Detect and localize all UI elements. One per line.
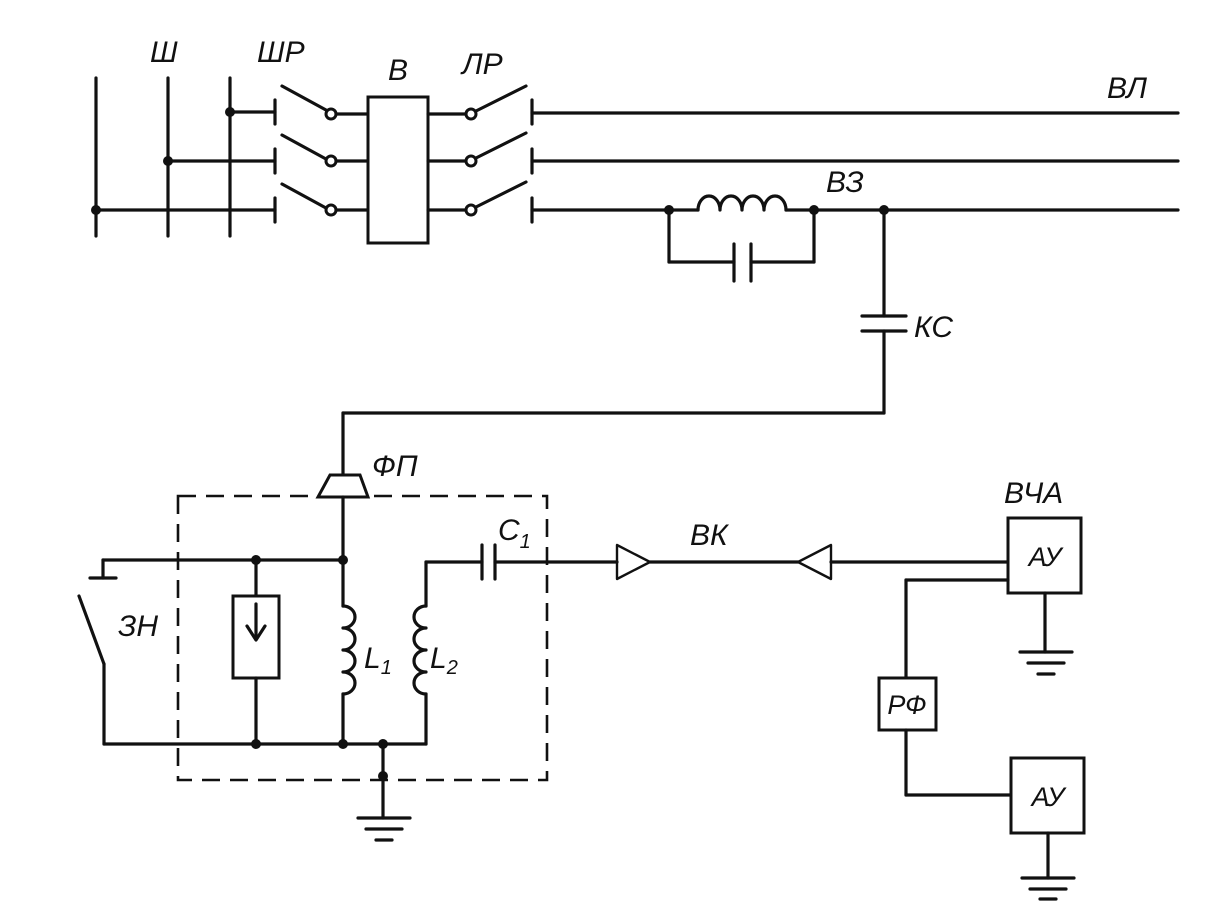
separation-filter bbox=[877, 676, 1013, 797]
bus-disconnector bbox=[273, 84, 370, 224]
line-disconnector bbox=[426, 84, 534, 224]
ground-icon bbox=[1020, 876, 1076, 901]
label-line-disconnector: ЛР bbox=[460, 48, 503, 81]
label-grounding-switch: ЗН bbox=[118, 610, 158, 643]
busbars bbox=[94, 76, 232, 238]
cable-end-right-icon bbox=[796, 543, 833, 581]
inductor-l2 bbox=[412, 560, 428, 746]
label-hf-equipment: ВЧА bbox=[1004, 477, 1063, 510]
hf-equipment-bottom bbox=[1009, 756, 1086, 901]
label-line-trap: ВЗ bbox=[826, 166, 864, 199]
label-overhead-line: ВЛ bbox=[1107, 72, 1147, 105]
label-equipment-unit-top: АУ bbox=[1027, 542, 1065, 572]
breaker-box bbox=[366, 95, 430, 245]
label-hf-cable: ВК bbox=[690, 519, 730, 552]
label-connection-filter: ФП bbox=[372, 450, 418, 483]
hf-cable bbox=[615, 543, 1010, 581]
ground-icon bbox=[1018, 650, 1074, 676]
connection-filter bbox=[77, 473, 619, 820]
surge-arrester-icon bbox=[231, 558, 281, 746]
label-equipment-unit-bottom: АУ bbox=[1030, 782, 1068, 812]
coupling-capacitor bbox=[341, 205, 908, 477]
line-trap bbox=[664, 194, 819, 283]
phase-wires-bus bbox=[91, 107, 277, 215]
capacitor-c1 bbox=[424, 543, 619, 581]
label-inductor-l1: L1 bbox=[364, 642, 392, 679]
label-coupling-capacitor: КС bbox=[914, 311, 953, 344]
label-breaker: В bbox=[388, 54, 408, 87]
grounding-switch bbox=[77, 576, 118, 746]
ground-icon bbox=[356, 816, 412, 842]
label-bus-disconnector: ШР bbox=[257, 36, 305, 69]
label-busbars: Ш bbox=[150, 36, 178, 69]
hf-equipment-top bbox=[904, 516, 1083, 680]
label-capacitor-c1: C1 bbox=[498, 514, 531, 553]
inductor-l1 bbox=[341, 558, 357, 746]
label-inductor-l2: L2 bbox=[430, 642, 458, 679]
overhead-line bbox=[530, 111, 1180, 212]
label-separation-filter: РФ bbox=[887, 690, 926, 720]
cable-end-left-icon bbox=[615, 543, 652, 581]
